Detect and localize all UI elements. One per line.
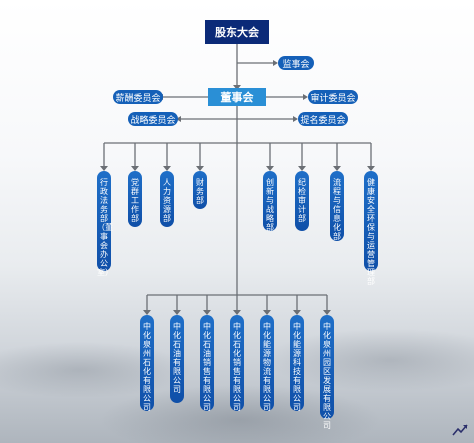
department-party-affairs: 党群工作部 — [128, 171, 142, 227]
department-hse-operations: 健康安全环保与运营管理部 — [364, 171, 378, 286]
subsidiary-energy-technology: 中化能源科技有限公司 — [290, 315, 304, 412]
audit-committee-box: 审计委员会 — [308, 90, 358, 104]
department-finance: 财务部 — [193, 171, 207, 209]
subsidiary-energy-logistics: 中化能源物流有限公司 — [260, 315, 274, 412]
subsidiary-petrochemical-sales: 中化石化销售有限公司 — [230, 315, 244, 412]
supervisory-board-box: 监事会 — [278, 56, 314, 70]
subsidiary-petroleum: 中化石油有限公司 — [170, 315, 184, 403]
board-of-directors-box: 董事会 — [208, 88, 266, 106]
department-discipline-audit: 纪检审计部 — [295, 171, 309, 231]
trend-arrow-logo-icon — [452, 424, 468, 436]
compensation-committee-box: 薪酬委员会 — [113, 90, 163, 104]
subsidiary-petroleum-sales: 中化石油销售有限公司 — [200, 315, 214, 412]
department-innovation-strategy: 创新与战略部 — [263, 171, 277, 232]
department-admin-legal: 行政法务部（董事会办公室） — [97, 171, 113, 277]
department-process-it: 流程与信息化部 — [330, 171, 344, 241]
department-human-resources: 人力资源部 — [160, 171, 174, 227]
subsidiary-quanzhou-park-development: 中化泉州园区发展有限公司 — [320, 315, 334, 430]
strategy-committee-box: 战略委员会 — [128, 112, 178, 126]
nomination-committee-box: 提名委员会 — [298, 112, 348, 126]
subsidiary-quanzhou-petrochemical: 中化泉州石化有限公司 — [140, 315, 154, 412]
shareholders-meeting-box: 股东大会 — [205, 20, 269, 44]
